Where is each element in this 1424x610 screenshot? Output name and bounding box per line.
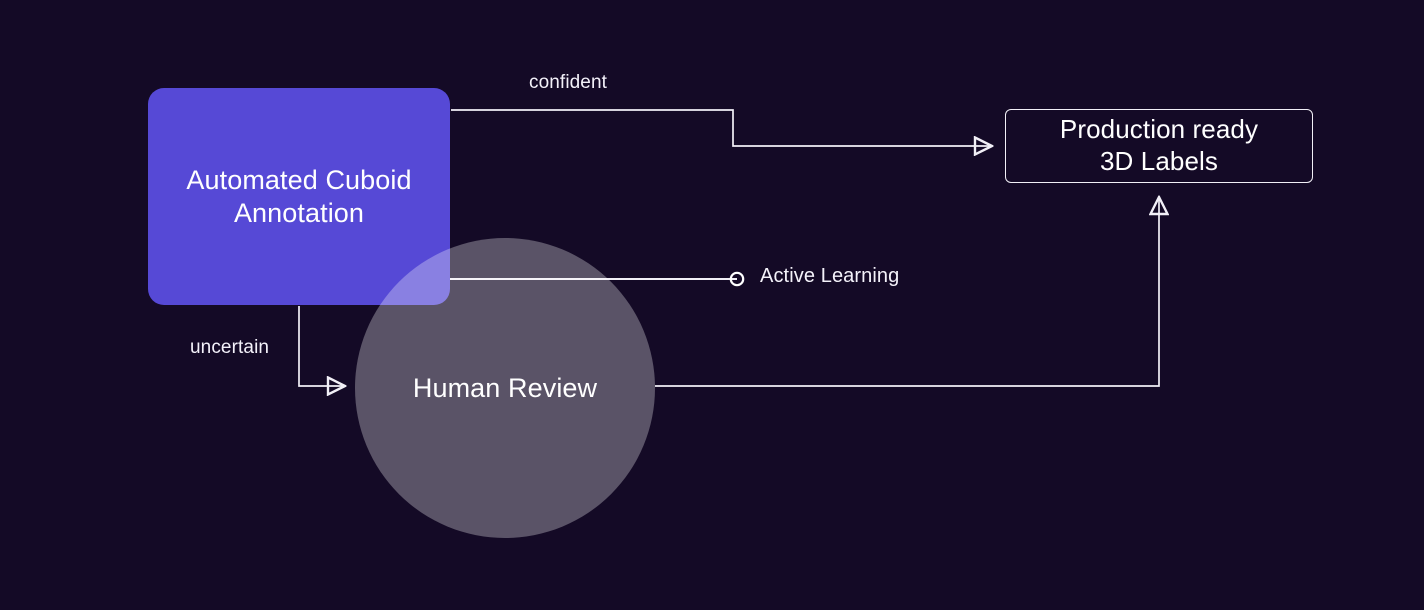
edge-label-active-learning: Active Learning (760, 265, 900, 287)
node-production-ready-3d-labels[interactable]: Production ready 3D Labels (1005, 109, 1313, 183)
node-production-label-line2: 3D Labels (1100, 146, 1218, 176)
edge-review-to-production-path (655, 197, 1159, 387)
edge-uncertain-path (298, 306, 345, 386)
edge-label-uncertain: uncertain (190, 337, 270, 358)
node-human-review-label: Human Review (412, 372, 598, 403)
active-learning-end-endpoint-icon (729, 271, 745, 287)
node-production-label: Production ready 3D Labels (1060, 114, 1258, 177)
node-automated-cuboid-annotation[interactable]: Automated Cuboid Annotation (148, 88, 450, 305)
node-automated-label: Automated Cuboid Annotation (186, 164, 412, 228)
edge-label-confident: confident (529, 72, 608, 93)
edge-confident-path (451, 109, 992, 146)
node-human-review[interactable]: Human Review (355, 238, 655, 538)
node-production-label-line1: Production ready (1059, 114, 1259, 145)
